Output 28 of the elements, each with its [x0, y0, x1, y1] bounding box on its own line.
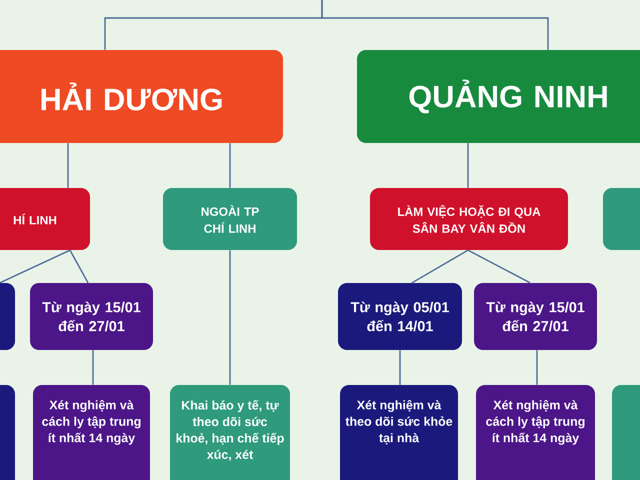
connector-line — [67, 143, 69, 188]
area-box — [603, 188, 640, 250]
province-box: HẢI DƯƠNG — [0, 50, 283, 143]
connector-line — [412, 250, 468, 284]
connector-line — [229, 143, 231, 188]
date-box: Từ ngày 05/01 đến 14/01 — [338, 283, 462, 350]
measure-box: Xét nghiệm và cách ly tập trung ít nhất 14 ngày — [476, 385, 595, 480]
measure-box — [0, 385, 15, 480]
measure-box: Xét nghiệm và theo dõi sức khỏe tại nhà — [340, 385, 458, 480]
connector-line — [468, 250, 530, 284]
area-box: HÍ LINH — [0, 188, 90, 250]
measure-box — [612, 385, 640, 480]
connector-line — [229, 250, 231, 385]
area-box: LÀM VIỆC HOẶC ĐI QUA SÂN BAY VÂN ĐỒN — [370, 188, 568, 250]
province-box: QUẢNG NINH — [357, 50, 640, 143]
connector-line — [69, 250, 89, 284]
date-box: Từ ngày 15/01 đến 27/01 — [474, 283, 597, 350]
connector-line — [92, 350, 94, 385]
area-box: NGOÀI TP CHÍ LINH — [163, 188, 297, 250]
connector-line — [467, 143, 469, 188]
date-box — [0, 283, 15, 350]
measure-box: Xét nghiệm và cách ly tập trung ít nhất 14 ngày — [33, 385, 150, 480]
connector-line — [0, 250, 70, 284]
connector-line — [399, 350, 401, 385]
measure-box: Khai báo y tế, tự theo dõi sức khoẻ, hạn chế tiếp xúc, xét — [170, 385, 290, 480]
date-box: Từ ngày 15/01 đến 27/01 — [30, 283, 153, 350]
connector-line — [536, 350, 538, 385]
connector-line — [321, 0, 549, 50]
